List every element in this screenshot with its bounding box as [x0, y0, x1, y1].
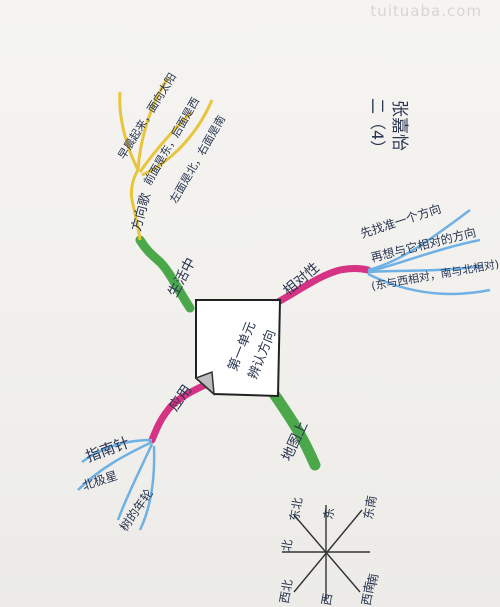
compass-rose: 东北 东 东南 南 西南 西 西北 北 [277, 494, 381, 606]
branch-tools-line [148, 381, 209, 444]
relative-finger-3 [367, 264, 483, 274]
branch-life-stem [129, 169, 142, 241]
tools-finger-2 [77, 440, 153, 491]
class-label: 二（4） [368, 98, 387, 156]
branch-relative-line [274, 265, 372, 306]
compass-sw: 西南 [358, 580, 377, 606]
compass-n: 北 [279, 538, 295, 552]
relative-finger-2 [367, 238, 481, 274]
life-finger-1 [118, 91, 140, 171]
center-card: 第一单元 辨认方向 [194, 299, 282, 398]
compass-nw: 西北 [277, 578, 295, 604]
life-finger-3 [138, 110, 194, 173]
compass-s: 南 [364, 572, 381, 586]
tools-finger-1 [81, 438, 153, 464]
compass-ne: 东北 [287, 496, 305, 522]
tools-finger-4 [138, 445, 156, 531]
life-finger-4 [141, 99, 214, 177]
watermark: tuituaba.com [370, 2, 482, 20]
compass-w: 西 [319, 592, 335, 606]
branch-life-line [135, 235, 195, 313]
tools-finger-3 [116, 443, 154, 521]
compass-se: 东南 [360, 494, 379, 520]
compass-e: 东 [321, 506, 337, 520]
relative-finger-4 [367, 272, 491, 296]
author-name: 张嘉怡 [389, 100, 409, 151]
relative-leaf-1: 先找准一个方向 [358, 201, 443, 241]
relative-finger-1 [367, 208, 471, 272]
tools-leaf-1: 指南针 [83, 433, 131, 465]
life-finger-2 [136, 77, 170, 171]
